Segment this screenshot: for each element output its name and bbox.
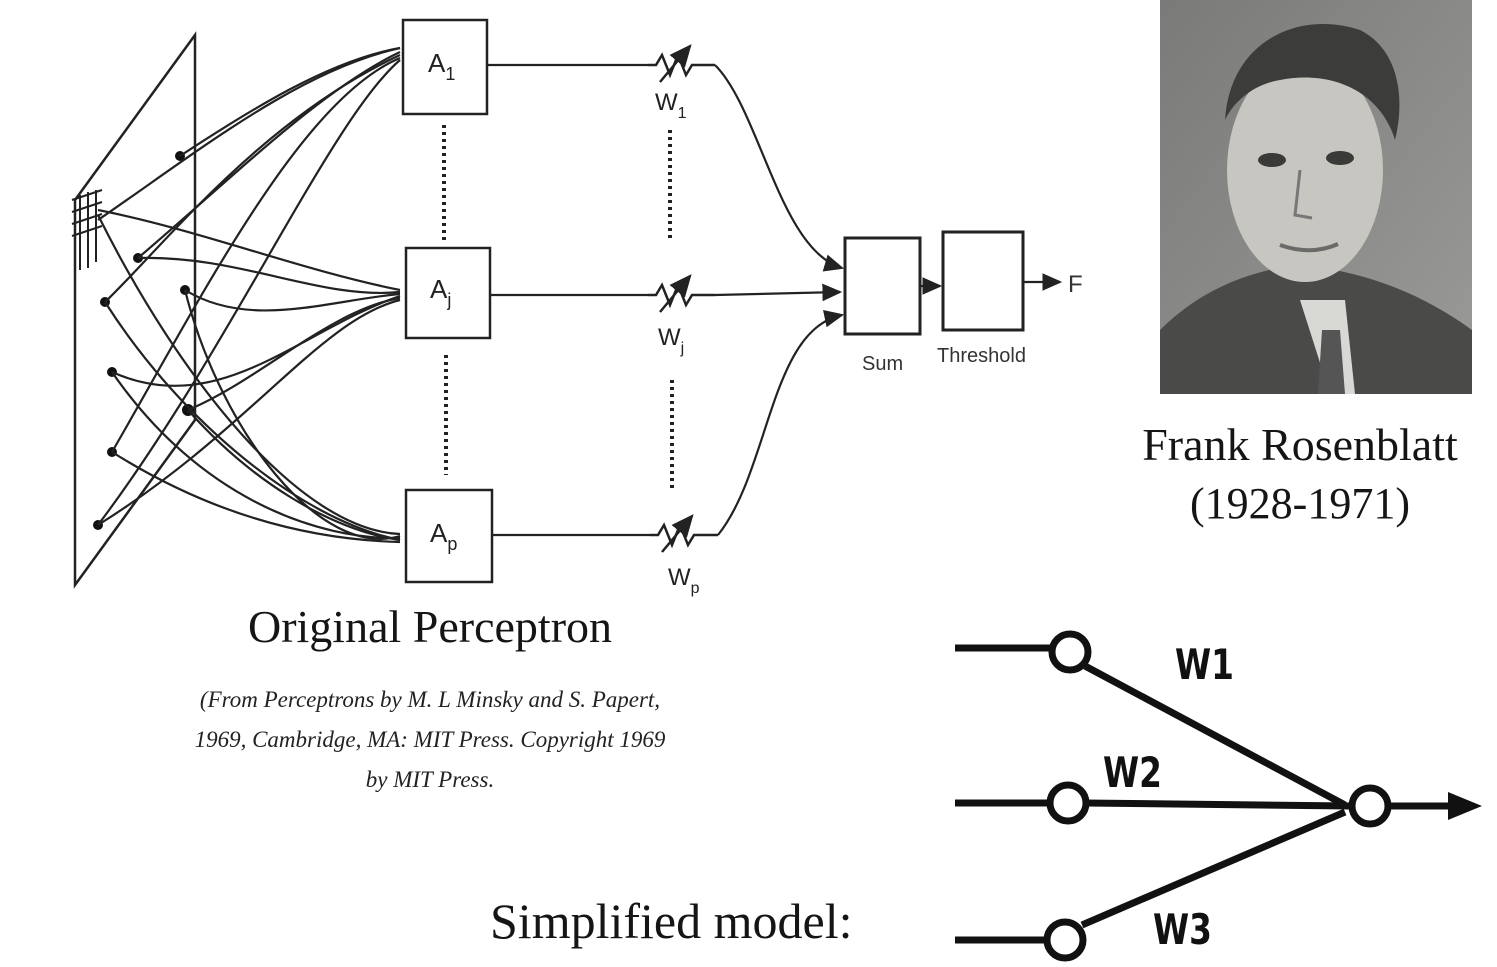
- credit-line-3: by MIT Press.: [365, 767, 495, 792]
- random-connections: [97, 46, 401, 544]
- threshold-label: Threshold: [937, 345, 1026, 367]
- weight-labels: W1 Wj Wp: [655, 89, 700, 597]
- unit-a1-label: A1: [428, 48, 455, 84]
- original-perceptron-caption: Original Perceptron: [247, 601, 613, 652]
- sensor-points: [93, 151, 194, 530]
- unit-ap-label: Ap: [430, 518, 457, 554]
- input-node-3: [1043, 918, 1087, 962]
- credit-line-1: (From Perceptrons by M. L Minsky and S. …: [199, 687, 661, 712]
- simplified-model-label: Simplified model:: [490, 893, 853, 949]
- sum-inputs: [714, 64, 845, 536]
- credit-caption: (From Perceptrons by M. L Minsky and S. …: [60, 680, 800, 800]
- output-arrow-icon: [1448, 792, 1482, 820]
- weight-wp-label: Wp: [668, 564, 700, 597]
- retina-plane: [73, 31, 197, 589]
- weight-label-w1: W1: [1175, 640, 1234, 689]
- person-years: (1928-1971): [1190, 479, 1410, 528]
- sum-threshold-boxes: [843, 230, 1025, 336]
- ellipsis-dots: [442, 125, 674, 490]
- portrait-photo: [1160, 0, 1472, 394]
- weight-label-w3: W3: [1153, 905, 1212, 954]
- output-label: F: [1068, 271, 1083, 298]
- threshold-box: [941, 230, 1025, 332]
- unit-aj-label: Aj: [430, 274, 451, 310]
- weight-wj-label: Wj: [658, 324, 684, 357]
- unit-ap-box: [404, 488, 494, 584]
- input-node-1: [1048, 630, 1092, 674]
- unit-aj-box: [404, 246, 492, 340]
- unit-labels: A1 Aj Ap: [428, 48, 457, 554]
- unit-a1-box: [401, 18, 489, 116]
- sum-box: [843, 236, 922, 336]
- person-name: Frank Rosenblatt: [1142, 419, 1458, 470]
- output-node: [1348, 784, 1392, 828]
- retina-grid: [71, 189, 103, 270]
- input-node-2: [1046, 781, 1090, 825]
- weight-resistors: [648, 44, 718, 553]
- weight-w1-label: W1: [655, 89, 687, 122]
- sum-label: Sum: [862, 353, 903, 375]
- credit-line-2: 1969, Cambridge, MA: MIT Press. Copyrigh…: [194, 727, 666, 752]
- weight-label-w2: W2: [1103, 748, 1162, 797]
- simplified-model: [955, 644, 1452, 944]
- unit-weight-links: [487, 63, 650, 537]
- simplified-nodes: [1043, 630, 1392, 962]
- association-units: [401, 18, 494, 584]
